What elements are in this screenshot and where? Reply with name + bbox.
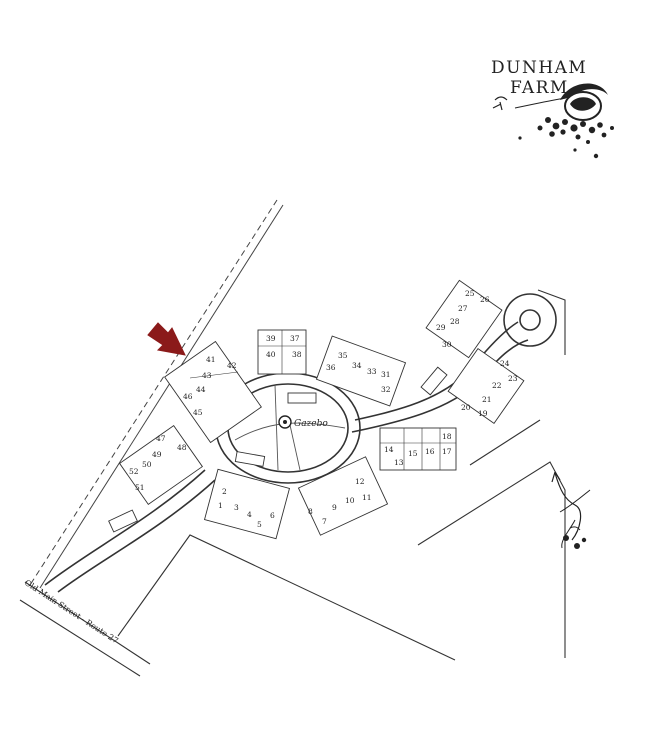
- unit-38: 38: [292, 350, 302, 359]
- unit-18: 18: [442, 432, 452, 441]
- unit-33: 33: [367, 367, 377, 376]
- street-label: Old Main Street - Route 27: [23, 578, 120, 645]
- unit-8: 8: [308, 507, 313, 516]
- unit-30: 30: [442, 340, 452, 349]
- unit-3: 3: [234, 503, 239, 512]
- property-line: [29, 199, 284, 589]
- building-cluster-west: 47 48 49 50 52 51: [119, 424, 203, 506]
- unit-23: 23: [508, 374, 518, 383]
- unit-34: 34: [352, 361, 362, 370]
- unit-35: 35: [338, 351, 348, 360]
- unit-4: 4: [247, 510, 252, 519]
- unit-7: 7: [322, 517, 327, 526]
- unit-14: 14: [384, 445, 394, 454]
- gazebo-label: Gazebo: [294, 419, 328, 429]
- unit-25: 25: [465, 289, 475, 298]
- logo-pot-icon: [492, 83, 614, 159]
- building-cluster-east: 24 23 22 21 20 19: [447, 348, 525, 424]
- unit-1: 1: [218, 501, 223, 510]
- unit-22: 22: [492, 381, 502, 390]
- unit-17: 17: [442, 447, 452, 456]
- unit-29: 29: [436, 323, 446, 332]
- unit-43: 43: [202, 371, 212, 380]
- unit-21: 21: [482, 395, 492, 404]
- unit-13: 13: [394, 458, 404, 467]
- unit-32: 32: [381, 385, 391, 394]
- unit-51: 51: [135, 483, 145, 492]
- building-cluster-south: 2 3 4 1 5 6: [203, 468, 291, 540]
- unit-26: 26: [480, 295, 490, 304]
- unit-46: 46: [183, 392, 193, 401]
- building-cluster-center-east: 14 15 16 18 17 13: [379, 427, 457, 471]
- unit-24: 24: [500, 359, 510, 368]
- unit-2: 2: [222, 487, 227, 496]
- gazebo: Gazebo: [278, 415, 328, 429]
- building-cluster-northeast: 25 26 27 28 29 30: [425, 279, 503, 359]
- building-cluster-north: 35 36 34 33 31 32: [315, 335, 407, 407]
- dunham-farm-logo: DUNHAM FARM: [491, 58, 614, 159]
- unit-11: 11: [362, 493, 372, 502]
- unit-39: 39: [266, 334, 276, 343]
- old-main-street: Old Main Street - Route 27: [19, 578, 151, 677]
- unit-20: 20: [461, 403, 471, 412]
- unit-37: 37: [290, 334, 300, 343]
- unit-52: 52: [129, 467, 139, 476]
- building-cluster-top: 39 37 40 38: [257, 329, 307, 375]
- unit-47: 47: [156, 434, 166, 443]
- unit-31: 31: [381, 370, 391, 379]
- unit-45: 45: [193, 408, 203, 417]
- unit-50: 50: [142, 460, 152, 469]
- unit-36: 36: [326, 363, 336, 372]
- unit-27: 27: [458, 304, 468, 313]
- logo-line1: DUNHAM: [491, 58, 587, 78]
- unit-12: 12: [355, 477, 365, 486]
- unit-10: 10: [345, 496, 355, 505]
- unit-19: 19: [478, 409, 488, 418]
- unit-5: 5: [257, 520, 262, 529]
- unit-44: 44: [196, 385, 206, 394]
- unit-41: 41: [206, 355, 216, 364]
- north-arrow-icon: [551, 471, 591, 549]
- building-cluster-left: 41 42 43 44 46 45: [164, 340, 262, 444]
- unit-49: 49: [152, 450, 162, 459]
- unit-40: 40: [266, 350, 276, 359]
- unit-15: 15: [408, 449, 418, 458]
- unit-48: 48: [177, 443, 187, 452]
- building-cluster-southeast: 8 9 10 12 11 7: [297, 456, 389, 536]
- unit-42: 42: [227, 361, 237, 370]
- unit-9: 9: [332, 503, 337, 512]
- unit-16: 16: [425, 447, 435, 456]
- unit-28: 28: [450, 317, 460, 326]
- logo-line2: FARM: [510, 78, 569, 98]
- arrow-marker-icon: [147, 322, 186, 356]
- unit-6: 6: [270, 511, 275, 520]
